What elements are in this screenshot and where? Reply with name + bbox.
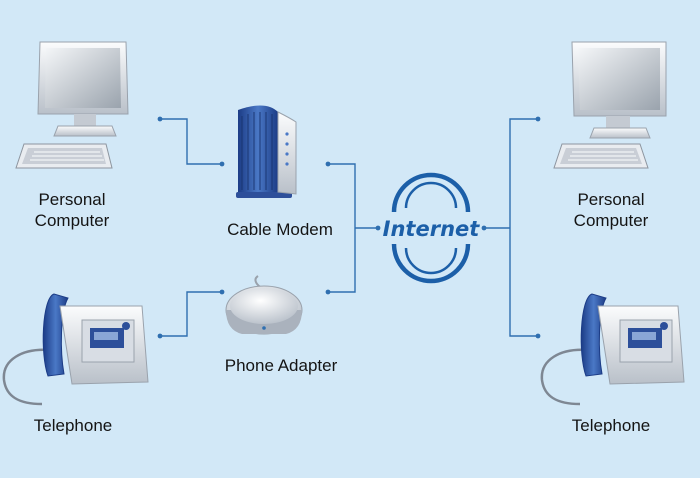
right-computer-label-line1: Personal: [577, 190, 645, 209]
left-computer-label-line1: Personal: [38, 190, 106, 209]
left-telephone-label: Telephone: [33, 416, 113, 435]
internet-label: Internet: [383, 217, 481, 241]
computer-icon: [15, 41, 129, 169]
right-computer-label-line2: Computer: [573, 211, 649, 230]
right-telephone-label: Telephone: [571, 416, 651, 435]
connector-lines: [160, 118, 538, 337]
cable-modem-label: Cable Modem: [227, 220, 333, 239]
left-computer-label: Personal Computer: [20, 189, 124, 231]
phone-adapter-label: Phone Adapter: [224, 356, 338, 375]
connector-right-bus: [509, 118, 538, 337]
connector-pc-to-modem: [160, 118, 222, 165]
cable-modem-icon: [236, 105, 297, 198]
telephone-icon: [2, 293, 149, 406]
telephone-icon: [540, 293, 685, 406]
computer-icon: [553, 41, 667, 169]
connector-phone-to-adapter: [160, 291, 222, 337]
left-computer-label-line2: Computer: [34, 211, 110, 230]
phone-adapter-icon: [225, 275, 303, 335]
right-computer-label: Personal Computer: [559, 189, 663, 231]
connector-dots: [157, 116, 541, 339]
internet-globe-icon: Internet: [383, 172, 481, 284]
